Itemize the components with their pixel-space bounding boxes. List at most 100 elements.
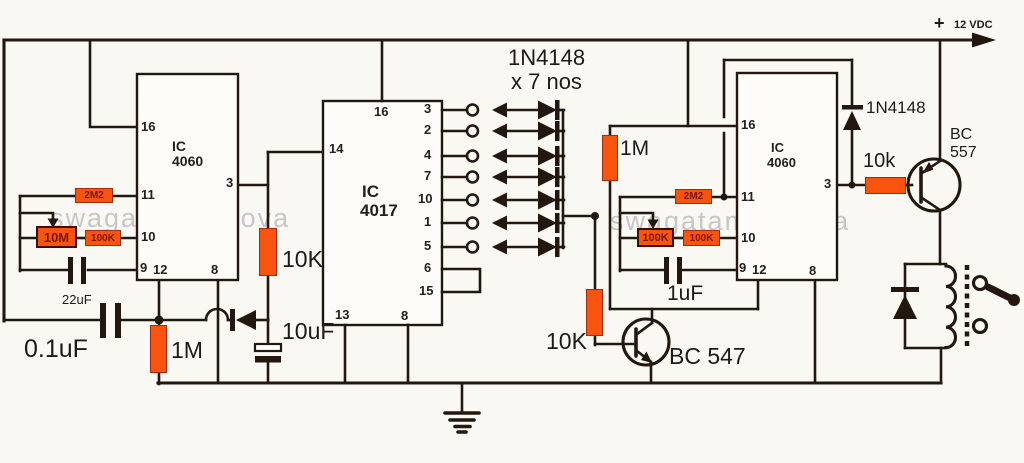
pin-label: 15 <box>419 283 434 298</box>
relay-armature-tip <box>1008 294 1020 306</box>
resistor-1m-right-vertical <box>602 135 618 181</box>
pin-label: 2 <box>424 122 432 137</box>
cap-22uf-plate <box>81 257 86 284</box>
potentiometer-100k-right: 100K <box>637 228 674 247</box>
potentiometer-10m: 10M <box>36 226 77 248</box>
ic-part-number: 4017 <box>360 201 398 220</box>
supply-plus-sign: + <box>934 13 945 33</box>
pin-label: 8 <box>401 308 409 323</box>
supply-arrow-icon <box>972 32 996 48</box>
cap-10uf-plate <box>255 356 281 363</box>
pin-label: 1 <box>424 214 432 229</box>
bc547-transistor-icon <box>621 317 671 367</box>
resistor-10k-driver-vertical <box>586 289 603 336</box>
flyback-diode-icon <box>893 295 917 319</box>
cap-01uf-plate <box>100 303 106 338</box>
pin-label: 14 <box>329 141 344 156</box>
diode-row <box>440 146 566 166</box>
pin-label: 9 <box>140 260 148 275</box>
bc557-output-wires <box>906 39 962 266</box>
pin-label: 16 <box>374 104 389 119</box>
npn-emitter-arrow-icon <box>641 351 652 363</box>
reset-diode-icon <box>236 310 256 330</box>
pin-label: 7 <box>424 168 432 183</box>
pin-label: 10 <box>141 229 156 244</box>
cap-01uf-plate <box>115 303 121 338</box>
cap-10uf-plate <box>253 342 283 353</box>
pin-label: 12 <box>752 262 767 277</box>
positive-supply-rail <box>2 32 996 323</box>
diode-row <box>440 121 566 141</box>
pin-label: 12 <box>153 262 168 277</box>
supply-voltage-label: 12 VDC <box>954 19 993 31</box>
cap-1uf-plate <box>677 257 682 284</box>
resistor-10k-output-horizontal <box>865 177 906 194</box>
bc557-label-line2: 557 <box>950 144 977 161</box>
resistor-1m-right-label: 1M <box>620 137 650 160</box>
resistor-100k-left: 100K <box>85 230 121 246</box>
resistor-10k-output-label: 10k <box>863 150 896 172</box>
pin-label: 3 <box>824 176 832 191</box>
resistor-10k-driver-label: 10K <box>546 328 587 354</box>
resistor-2m2-left: 2M2 <box>75 188 113 203</box>
resistor-1m-left-label: 1M <box>171 337 203 363</box>
diode-row <box>440 100 566 120</box>
pnp-emitter-arrow-icon <box>922 162 934 174</box>
pin-label: 11 <box>741 189 755 204</box>
resistor-10k-left-label: 10K <box>282 246 323 272</box>
diode-note-line2: x 7 nos <box>511 69 582 94</box>
pin-label: 10 <box>418 191 433 206</box>
left-4060-section-wires <box>2 39 325 386</box>
cap-0.1uf-label: 0.1uF <box>24 335 88 363</box>
latch-diode-label: 1N4148 <box>866 98 926 117</box>
pin-label: 5 <box>424 238 432 253</box>
cap-1uf-plate <box>664 257 669 284</box>
bc557-label-line1: BC <box>950 126 973 143</box>
right-4060-section-wires <box>618 58 914 385</box>
bc547-driver-wires <box>593 38 760 385</box>
ic-4017-body <box>321 99 444 327</box>
junction-dot <box>720 193 728 201</box>
pin-label: 13 <box>335 307 350 322</box>
cap-22uf-plate <box>68 257 73 284</box>
ic-name: IC <box>771 140 784 155</box>
pin-label: 9 <box>739 260 747 275</box>
ic-name: IC <box>172 138 186 154</box>
diode-bar <box>842 105 863 110</box>
ic-part-number: 4060 <box>172 153 204 169</box>
diode-row <box>440 213 566 233</box>
pin-label: 11 <box>141 187 155 202</box>
ground-symbol-icon <box>443 381 481 434</box>
diode-bar <box>891 287 919 292</box>
output-diode-rows <box>440 100 599 292</box>
ic-name: IC <box>362 182 379 201</box>
resistor-100k-right: 100K <box>683 230 720 246</box>
pin-label: 3 <box>424 101 432 116</box>
cap-10uf-label: 10uF <box>282 318 335 344</box>
resistor-2m2-right: 2M2 <box>675 189 712 204</box>
ic-part-number: 4060 <box>767 155 796 170</box>
diode-row <box>440 190 566 210</box>
cap-22uf-label: 22uF <box>62 292 92 307</box>
pin-label: 16 <box>141 119 156 134</box>
relay-coil-icon <box>944 264 957 350</box>
pin-label: 6 <box>424 260 432 275</box>
relay <box>891 262 1020 385</box>
ic-4060-left-body <box>135 72 240 282</box>
bc547-label: BC 547 <box>669 343 746 369</box>
diode-bar <box>230 309 235 331</box>
pin-label: 10 <box>741 230 756 245</box>
pot-wiper-arrow-icon <box>647 219 659 229</box>
pin-label: 8 <box>211 262 219 277</box>
bc557-transistor-icon <box>906 157 962 213</box>
cap-1uf-label: 1uF <box>667 282 704 305</box>
ic-4017-wires <box>343 38 482 385</box>
pin-label: 16 <box>741 117 756 132</box>
pin-label: 3 <box>226 175 234 190</box>
pin-label: 4 <box>424 147 432 162</box>
relay-armature-icon <box>984 283 1016 303</box>
relay-contact <box>971 317 989 335</box>
relay-contact <box>971 274 989 292</box>
